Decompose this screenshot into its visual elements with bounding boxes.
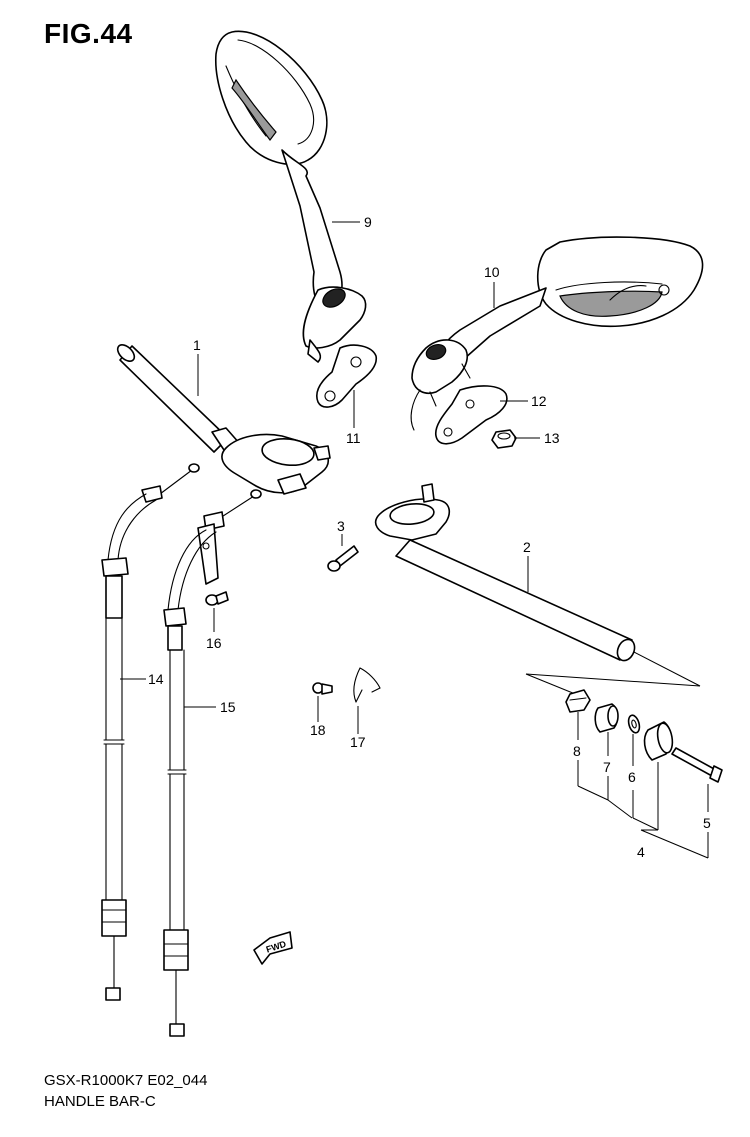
diagram-caption: HANDLE BAR-C: [44, 1093, 156, 1110]
forward-direction-arrow: FWD: [253, 931, 293, 965]
callout-12: 12: [531, 393, 547, 409]
callout-8: 8: [573, 743, 581, 759]
callout-1: 1: [193, 337, 201, 353]
screw-18: [312, 682, 333, 695]
callout-4: 4: [637, 844, 645, 860]
left-mirror-9: [215, 30, 367, 363]
screw-3: [327, 545, 359, 572]
callout-15: 15: [220, 699, 236, 715]
callout-13: 13: [544, 430, 560, 446]
callout-2: 2: [523, 539, 531, 555]
balancer-weight-4: [643, 721, 674, 761]
clip-17: [353, 667, 381, 703]
callout-16: 16: [206, 635, 222, 651]
mirror-bracket-11: [316, 344, 378, 408]
callout-5: 5: [703, 815, 711, 831]
callout-9: 9: [364, 214, 372, 230]
callout-7: 7: [603, 759, 611, 775]
callout-14: 14: [148, 671, 164, 687]
callout-numbers: 1 2 3 4 5 6 7 8 9 10 11 12 13 14 15 16 1…: [148, 214, 711, 860]
throttle-cable-14: [101, 463, 200, 1001]
callout-17: 17: [350, 734, 366, 750]
callout-11: 11: [346, 430, 361, 446]
bar-end-guide: [525, 651, 701, 701]
leader-lines: [120, 221, 709, 859]
throttle-cable-15: [163, 489, 262, 1037]
callout-3: 3: [337, 518, 345, 534]
bar-end-nut-8: [565, 689, 591, 713]
nut-13: [491, 429, 517, 449]
callout-18: 18: [310, 722, 326, 738]
bar-end-rubber-7: [594, 703, 619, 733]
handlebar-1: [116, 344, 331, 495]
right-mirror-10: [410, 236, 704, 431]
figure-title: FIG.44: [44, 18, 133, 49]
screw-5: [671, 747, 723, 783]
model-code: GSX-R1000K7 E02_044: [44, 1072, 208, 1089]
screw-16: [205, 591, 229, 606]
washer-6: [627, 714, 641, 734]
callout-6: 6: [628, 769, 636, 785]
mirror-bracket-12: [434, 385, 508, 445]
handlebar-2: [374, 483, 636, 662]
callout-10: 10: [484, 264, 500, 280]
